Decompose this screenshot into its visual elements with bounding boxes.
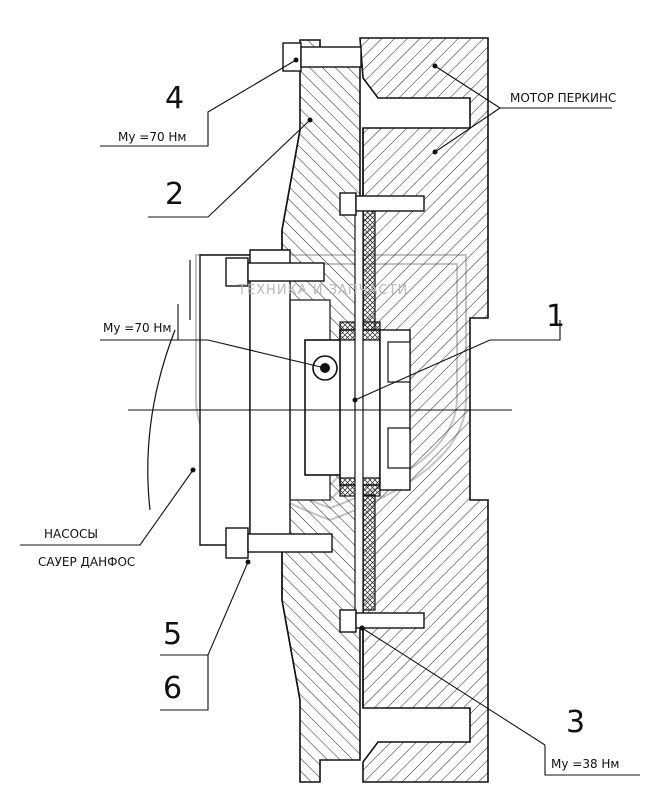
callout-2: 2 (165, 177, 185, 212)
bolt-top-left (282, 42, 362, 72)
torque-label-3: Му =38 Нм (551, 757, 620, 771)
watermark-text: ТЕХНИКА И ЗАПЧАСТИ (238, 283, 409, 298)
bolt-pump-top (225, 257, 325, 287)
flex-disc (354, 199, 376, 616)
motor-label: МОТОР ПЕРКИНС (510, 91, 617, 105)
leader-dots (190, 57, 438, 631)
pump-body (147, 249, 291, 551)
torque-label-mid: Му =70 Нм (103, 321, 172, 335)
callout-3: 3 (566, 705, 586, 740)
bolt-top-disc (339, 192, 425, 216)
coupling-hub (304, 321, 381, 497)
pumps-label-2: САУЕР ДАНФОС (38, 555, 136, 569)
callout-4: 4 (165, 81, 185, 116)
torque-label-4: Му =70 Нм (118, 130, 187, 144)
callout-1: 1 (546, 299, 566, 334)
callout-5: 5 (163, 617, 183, 652)
bolt-pump-bottom (225, 527, 333, 559)
pumps-label-1: НАСОСЫ (44, 527, 99, 541)
bolt-bottom-disc (339, 609, 425, 633)
leader-lines (20, 59, 640, 776)
callout-6: 6 (163, 671, 183, 706)
